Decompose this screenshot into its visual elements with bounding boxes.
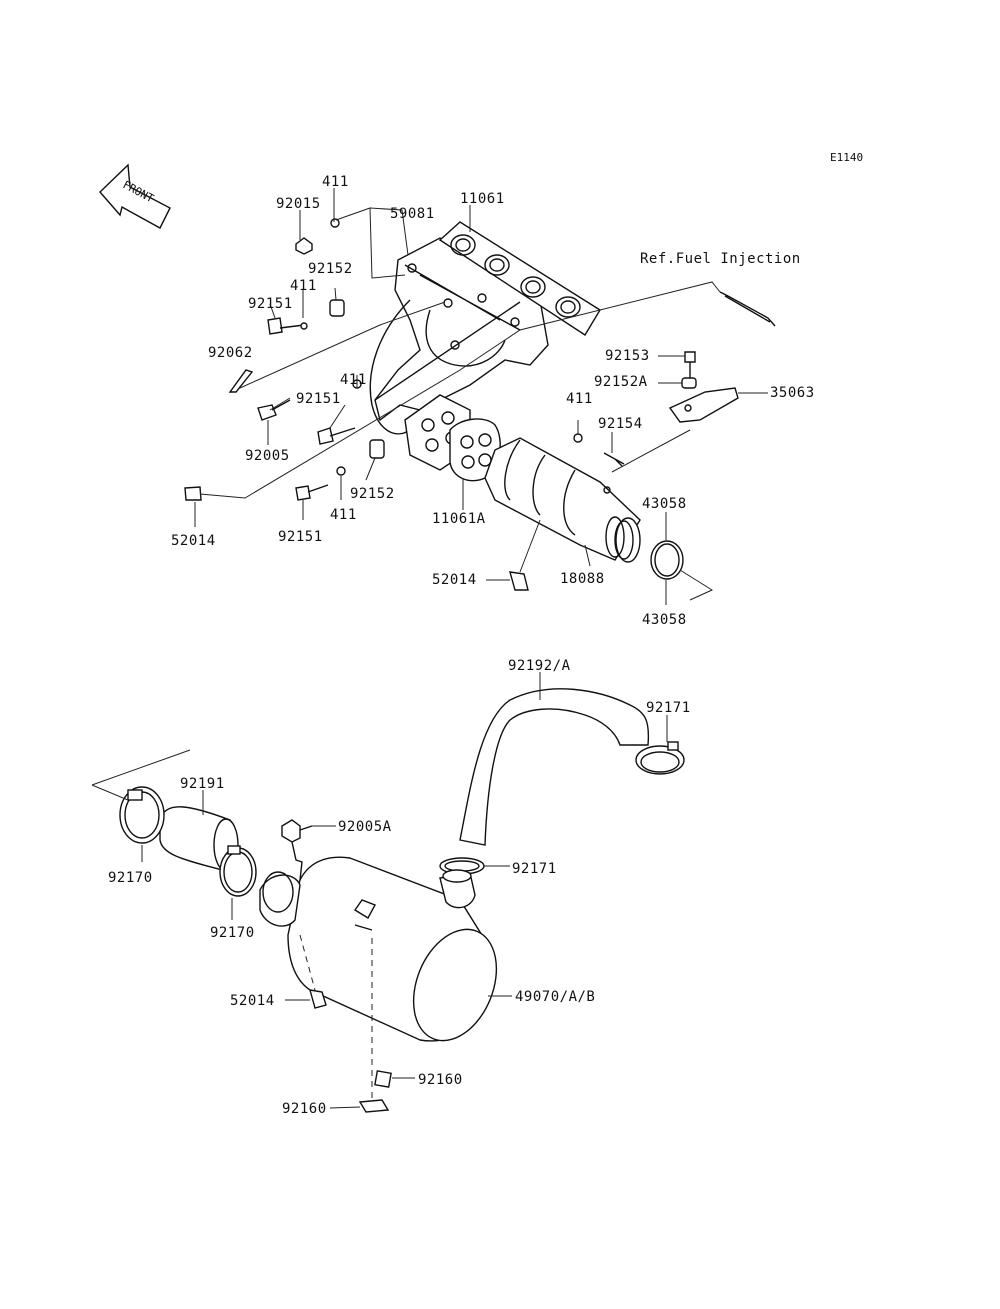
part-labels: 411 92015 59081 11061 92152 411 92151 92…: [108, 174, 815, 1117]
part-label: 92151: [296, 391, 341, 407]
bolt: [684, 351, 696, 378]
part-label: 52014: [171, 533, 216, 549]
part-label: 11061: [460, 191, 505, 207]
reference-text: Ref.Fuel Injection: [640, 251, 801, 267]
exhaust-pipe: [484, 437, 641, 563]
nut: [295, 237, 313, 255]
exhaust-hose: [459, 688, 650, 846]
hose-clamp: [635, 745, 685, 775]
part-label: 411: [290, 278, 317, 294]
part-label: 92151: [248, 296, 293, 312]
fitting: [509, 571, 529, 591]
part-label: 92005: [245, 448, 290, 464]
part-label: 92152A: [594, 374, 648, 390]
part-label: 92062: [208, 345, 253, 361]
pipe-clamp: [650, 540, 684, 580]
part-label: 92154: [598, 416, 643, 432]
fitting: [281, 819, 313, 881]
exhaust-manifold: [369, 237, 549, 435]
part-label: 411: [330, 507, 357, 523]
part-label: 43058: [642, 496, 687, 512]
part-label: 92015: [276, 196, 321, 212]
part-label: 411: [340, 372, 367, 388]
part-label: 92171: [512, 861, 557, 877]
part-label: 92005A: [338, 819, 392, 835]
front-arrow-icon: FRONT: [99, 163, 171, 229]
rubber-pad: [374, 1070, 392, 1088]
mounting-bracket: [668, 387, 739, 423]
part-label: 92192/A: [508, 658, 571, 674]
bolt: [295, 484, 329, 501]
part-label: 18088: [560, 571, 605, 587]
part-label: 411: [322, 174, 349, 190]
part-label: 52014: [230, 993, 275, 1009]
part-label: 92153: [605, 348, 650, 364]
part-label: 92152: [308, 261, 353, 277]
collar: [369, 439, 385, 459]
bolt: [603, 452, 625, 467]
part-label: 59081: [390, 206, 435, 222]
diagram-code: E1140: [830, 151, 863, 164]
part-label: 43058: [642, 612, 687, 628]
stud-bolt: [228, 369, 254, 393]
bolt: [267, 317, 305, 335]
collar: [681, 377, 697, 389]
hose-clamp: [219, 847, 257, 897]
part-label: 92151: [278, 529, 323, 545]
part-label: 49070/A/B: [515, 989, 595, 1005]
part-label: 52014: [432, 572, 477, 588]
part-label: 92171: [646, 700, 691, 716]
fitting: [257, 399, 291, 421]
fitting: [309, 989, 327, 1009]
washer: [330, 218, 340, 228]
fitting: [184, 486, 202, 501]
part-label: 92191: [180, 776, 225, 792]
part-label: 92160: [282, 1101, 327, 1117]
part-label: 92152: [350, 486, 395, 502]
leader-lines: [91, 672, 668, 1109]
part-label: 35063: [770, 385, 815, 401]
part-label: 92170: [108, 870, 153, 886]
sensor: [719, 291, 776, 327]
part-label: 92160: [418, 1072, 463, 1088]
rubber-pad: [358, 1099, 390, 1113]
part-label: 11061A: [432, 511, 486, 527]
muffler: [259, 856, 498, 1042]
hose-clamp: [119, 786, 165, 844]
leader-lines: [194, 188, 768, 605]
part-label: 92170: [210, 925, 255, 941]
collar: [329, 299, 345, 317]
bolt: [317, 427, 356, 445]
part-label: 411: [566, 391, 593, 407]
front-arrow-text: FRONT: [121, 178, 157, 205]
outlet-gasket: [449, 418, 501, 482]
